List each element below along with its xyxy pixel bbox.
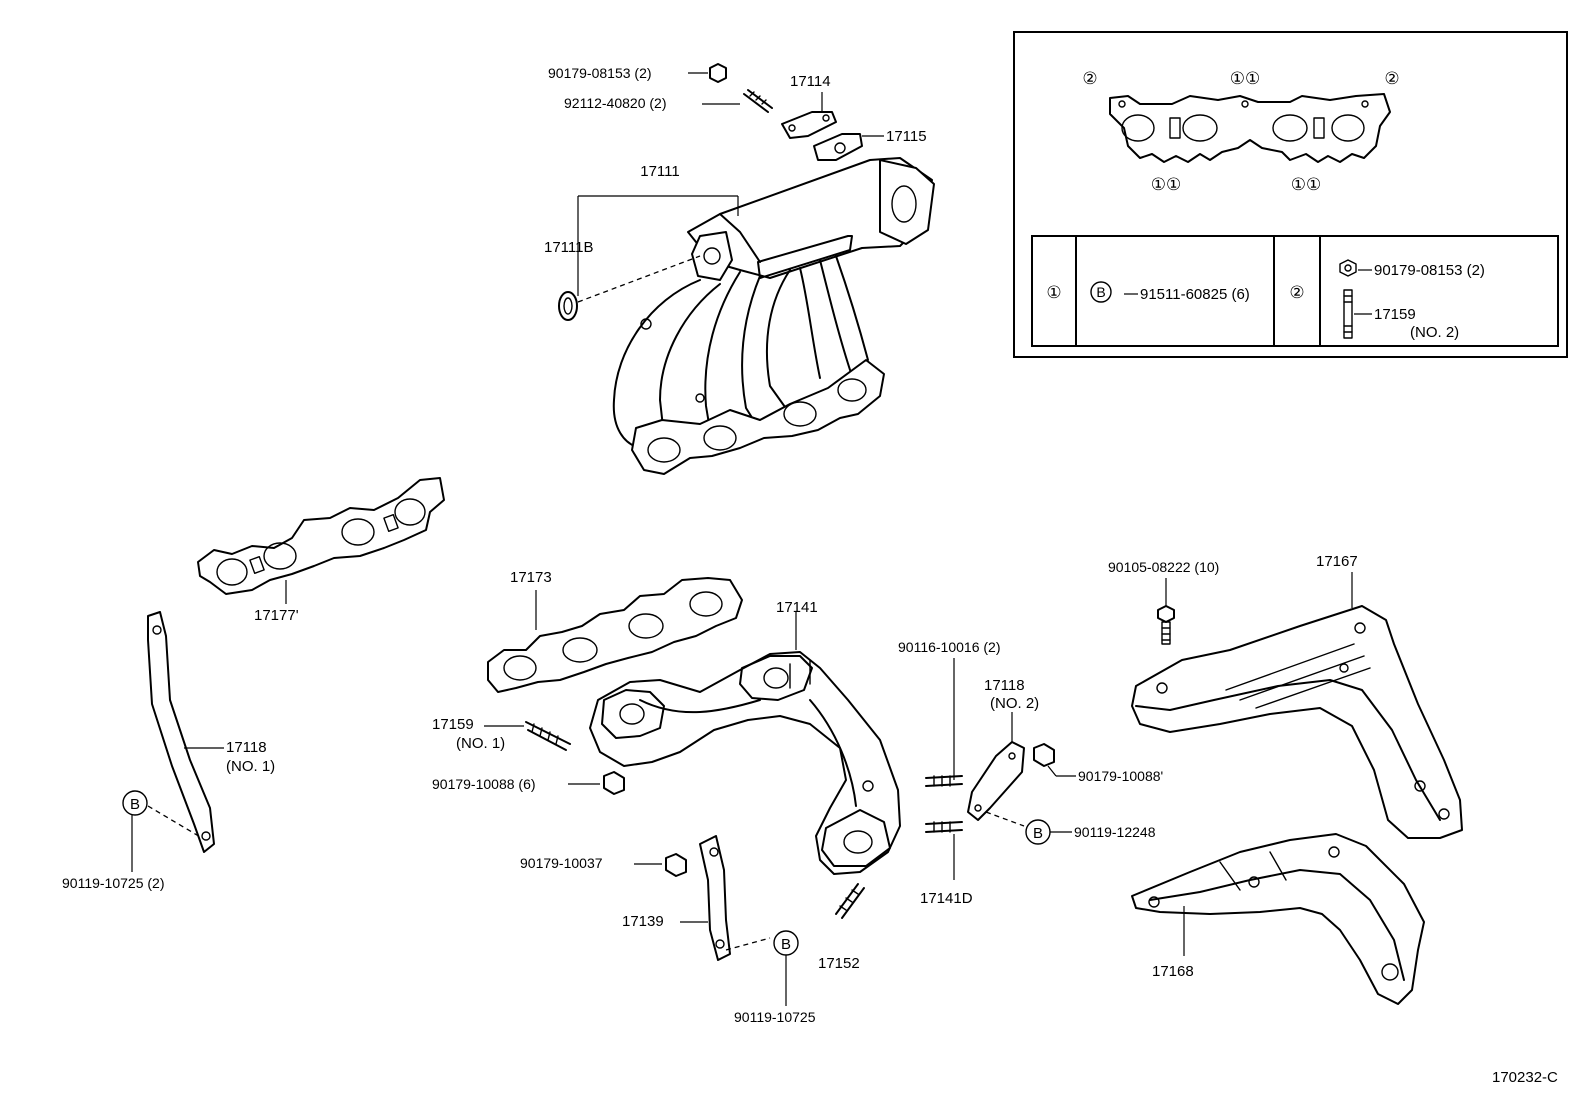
legend-row2-stud: 17159 — [1374, 306, 1416, 323]
insulator-17167 — [1131, 605, 1463, 839]
nut-90179-10037 — [665, 853, 687, 877]
insulator-17168 — [1131, 833, 1425, 1005]
legend-mark-2-right: ② — [1384, 69, 1399, 88]
label-90119-10725-2: 90119-10725 (2) — [62, 875, 164, 891]
stud-17159-no1 — [525, 721, 571, 751]
gasket-ring-17111b — [558, 291, 578, 321]
label-17141: 17141 — [776, 599, 818, 616]
label-90179-10037: 90179-10037 — [520, 855, 603, 871]
label-17111: 17111 — [640, 163, 680, 180]
label-17168: 17168 — [1152, 963, 1194, 980]
label-17118-no2-note: (NO. 2) — [990, 695, 1039, 712]
nut-90179-10088-6 — [603, 771, 625, 795]
exhaust-manifold-17141 — [589, 651, 901, 875]
legend-box: ② ①① ② ①① ①① ① B 91511-60825 (6) ② 90179… — [1013, 31, 1568, 358]
label-90179-08153: 90179-08153 (2) — [548, 65, 652, 81]
label-17118-no1-note: (NO. 1) — [226, 758, 275, 775]
mark-b-right-letter: B — [1033, 825, 1043, 842]
label-17152: 17152 — [818, 955, 860, 972]
label-90119-10725: 90119-10725 — [734, 1009, 816, 1025]
legend-row2-nut: 90179-08153 (2) — [1374, 262, 1485, 279]
label-17177: 17177' — [254, 607, 299, 624]
cover-17114 — [781, 111, 837, 139]
stud-90116-10016 — [925, 775, 963, 787]
legend-row1-mark: ① — [1046, 283, 1061, 302]
label-90179-10088-6: 90179-10088 (6) — [432, 776, 536, 792]
legend-mark-11-top: ①① — [1230, 69, 1260, 88]
bracket-17139 — [699, 835, 731, 961]
legend-row1-b-mark: B — [1096, 284, 1105, 300]
legend-row2-stud-drawing — [1343, 289, 1353, 339]
legend-row2-stud-note: (NO. 2) — [1410, 324, 1459, 341]
diagram-id: 170232-C — [1492, 1069, 1558, 1086]
mark-b-left-letter: B — [130, 796, 140, 813]
legend-row2-mark: ② — [1289, 283, 1304, 302]
gasket-17115 — [813, 133, 863, 161]
label-17139: 17139 — [622, 913, 664, 930]
label-17118-no1: 17118 — [226, 739, 267, 756]
legend-gasket-drawing — [1109, 93, 1391, 163]
label-90119-12248: 90119-12248 — [1074, 824, 1156, 840]
gasket-17173 — [487, 577, 743, 693]
nut-90179-08153 — [709, 63, 727, 83]
label-17159-no1-note: (NO. 1) — [456, 735, 505, 752]
label-17167: 17167 — [1316, 553, 1358, 570]
label-17141d: 17141D — [920, 890, 973, 907]
gasket-17177 — [197, 477, 445, 595]
label-90179-10088: 90179-10088' — [1078, 768, 1163, 784]
legend-mark-11-bottom-right: ①① — [1291, 175, 1321, 194]
label-90116-10016: 90116-10016 (2) — [898, 639, 1000, 655]
legend-row1-b-circle — [1090, 281, 1112, 303]
legend-mark-11-bottom-left: ①① — [1151, 175, 1181, 194]
stay-17118-no2 — [967, 741, 1025, 821]
legend-row1-part: 91511-60825 (6) — [1140, 286, 1250, 303]
bolt-92112-40820 — [743, 89, 773, 113]
stud-17152 — [835, 883, 865, 919]
bolt-90105-08222 — [1157, 605, 1175, 645]
label-17173: 17173 — [510, 569, 552, 586]
mark-b-bottom-letter: B — [781, 936, 791, 953]
legend-row2-nut-drawing — [1339, 259, 1357, 277]
label-17118-no2: 17118 — [984, 677, 1025, 694]
label-17111b: 17111B — [544, 239, 594, 256]
label-90105-08222: 90105-08222 (10) — [1108, 559, 1219, 575]
stay-17118-no1 — [147, 611, 215, 853]
label-92112-40820: 92112-40820 (2) — [564, 95, 666, 111]
mark-b-left — [122, 790, 148, 816]
label-17159-no1: 17159 — [432, 716, 474, 733]
intake-manifold-drawing — [612, 157, 935, 475]
legend-mark-2-left: ② — [1082, 69, 1097, 88]
label-17114: 17114 — [790, 73, 831, 90]
nut-90179-10088 — [1033, 743, 1055, 767]
legend-table — [1031, 235, 1559, 347]
label-17115: 17115 — [886, 128, 927, 145]
stud-17141d — [925, 821, 963, 833]
